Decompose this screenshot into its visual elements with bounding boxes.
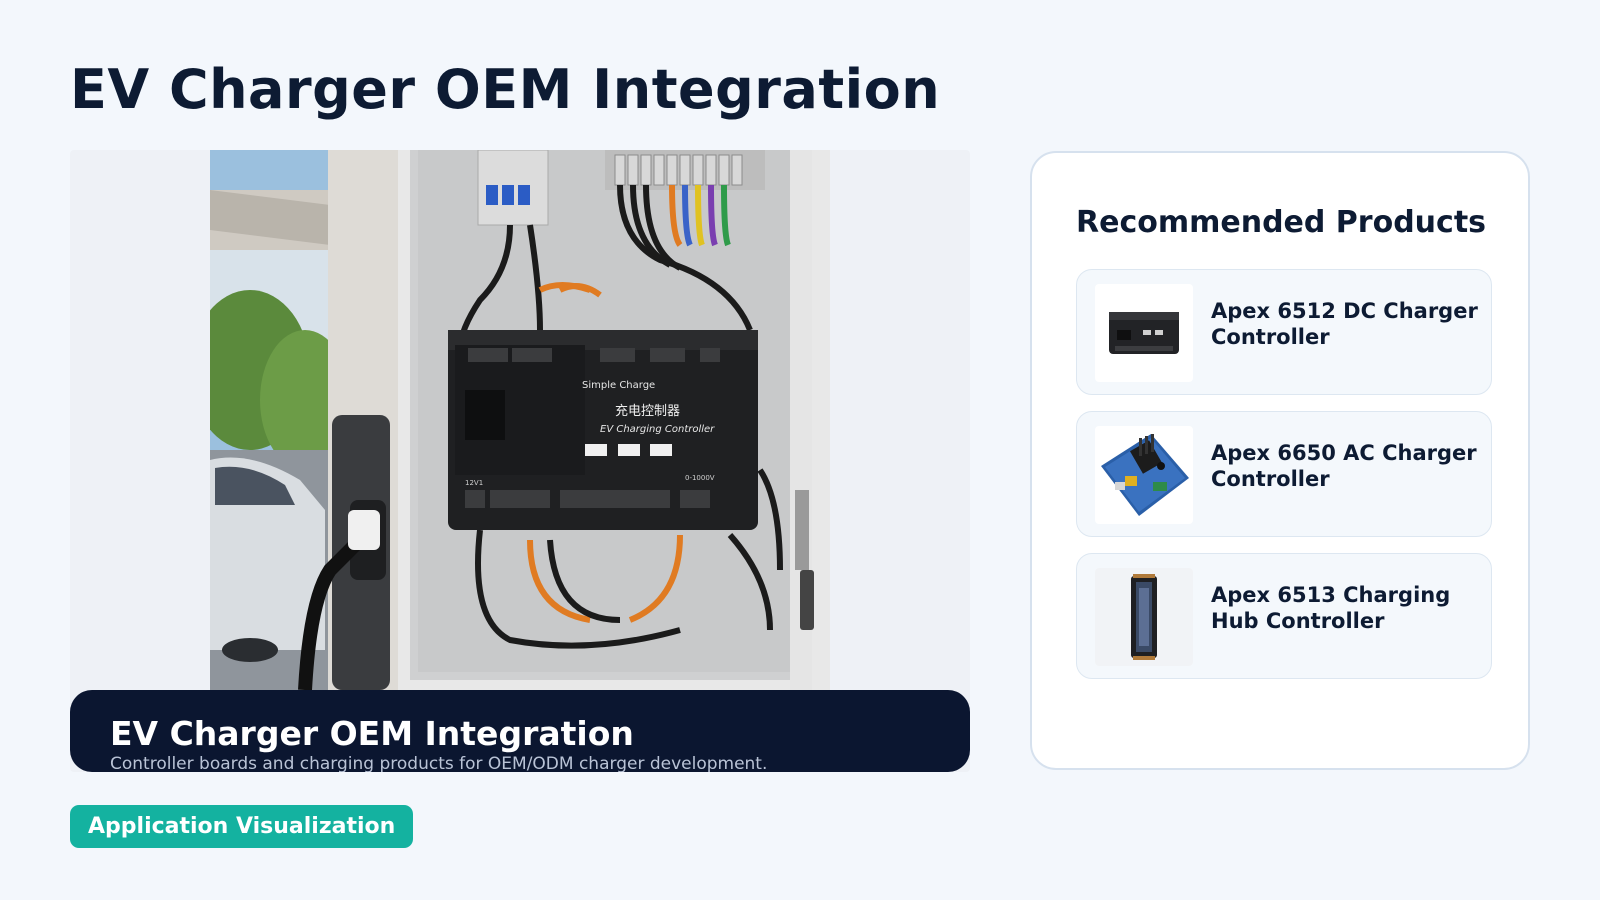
recommended-products-panel: Recommended Products Apex 6512 DC Charge… (1030, 151, 1530, 770)
hero-image-panel: Simple Charge 充电控制器 EV Charging Controll… (70, 150, 970, 772)
hub-module-thumbnail-icon (1095, 568, 1193, 666)
device-voltage-label: 0-1000V (685, 474, 715, 482)
product-card-apex-6513[interactable]: Apex 6513 Charging Hub Controller (1076, 553, 1492, 679)
circuit-board-thumbnail-icon (1095, 426, 1193, 524)
device-cn-label: 充电控制器 (615, 403, 680, 419)
controller-box-thumbnail-icon (1095, 284, 1193, 382)
hero-caption-subtitle: Controller boards and charging products … (110, 754, 768, 772)
ev-charger-cabinet-image: Simple Charge 充电控制器 EV Charging Controll… (210, 150, 830, 690)
device-brand-label: Simple Charge (582, 380, 655, 391)
product-name: Apex 6513 Charging Hub Controller (1211, 583, 1451, 633)
product-card-apex-6512[interactable]: Apex 6512 DC Charger Controller (1076, 269, 1492, 395)
hero-caption: EV Charger OEM Integration Controller bo… (70, 690, 970, 772)
device-en-label: EV Charging Controller (600, 424, 715, 435)
page-title: EV Charger OEM Integration (70, 58, 941, 121)
product-card-apex-6650[interactable]: Apex 6650 AC Charger Controller (1076, 411, 1492, 537)
application-visualization-button[interactable]: Application Visualization (70, 805, 414, 848)
product-name: Apex 6650 AC Charger Controller (1211, 441, 1477, 491)
hero-caption-title: EV Charger OEM Integration (110, 714, 634, 753)
device-12v-label: 12V1 (465, 479, 483, 487)
product-name: Apex 6512 DC Charger Controller (1211, 299, 1478, 349)
recommended-products-title: Recommended Products (1076, 205, 1487, 240)
